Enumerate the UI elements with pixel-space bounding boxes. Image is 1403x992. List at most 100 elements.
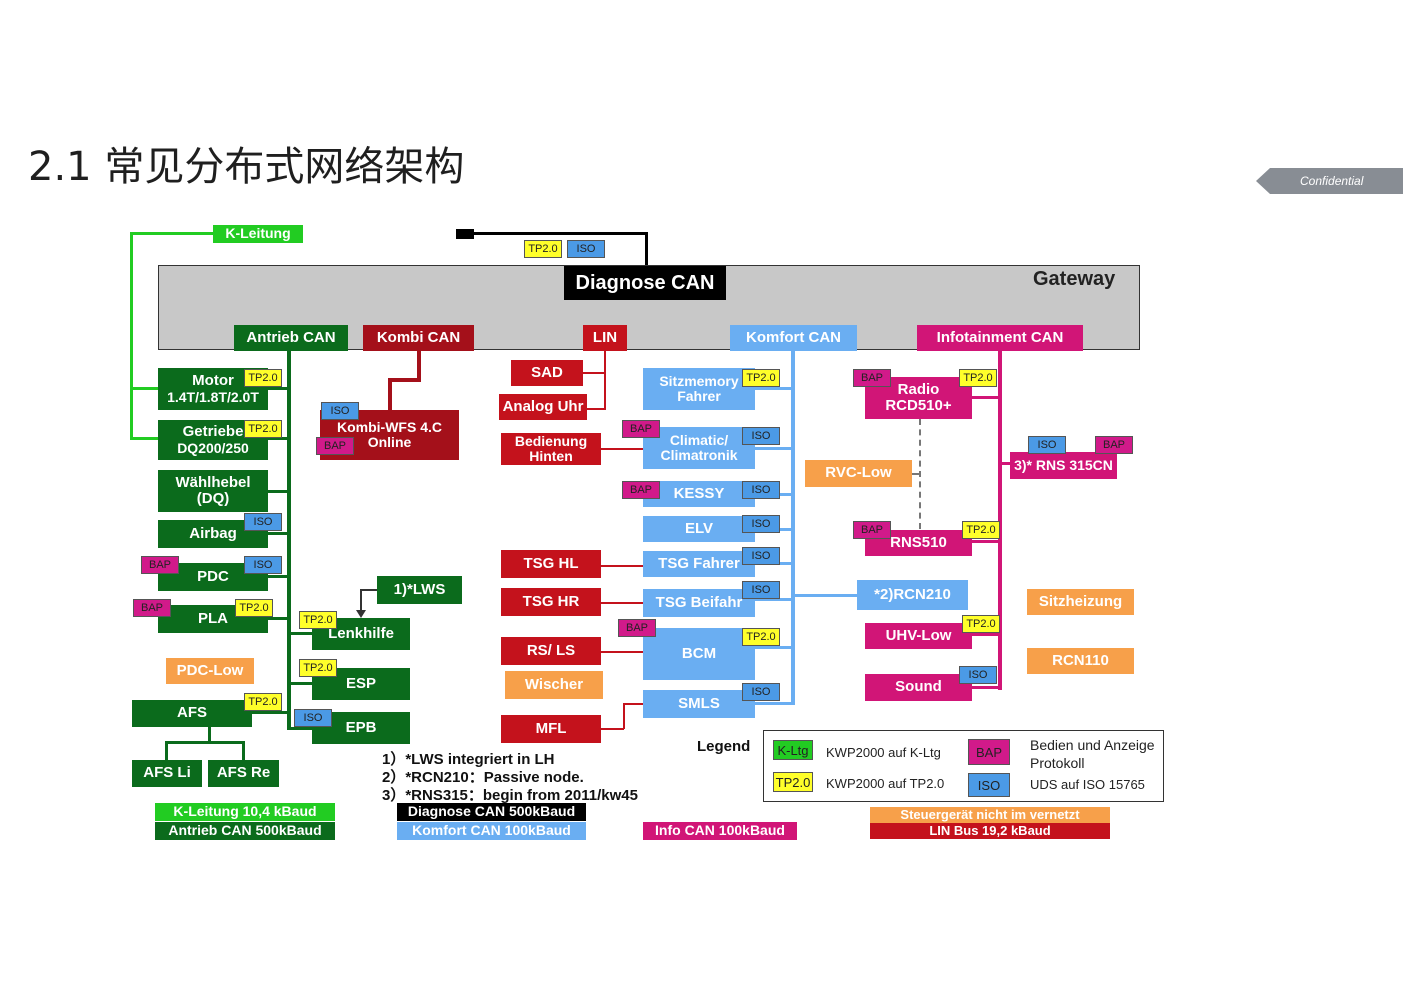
tag-bap: BAP bbox=[316, 437, 354, 455]
lin-line bbox=[623, 703, 645, 705]
diagnose-line bbox=[456, 229, 474, 239]
tag-tp: TP2.0 bbox=[244, 693, 282, 711]
node-rcn110: RCN110 bbox=[1027, 648, 1134, 674]
tag-tp: TP2.0 bbox=[244, 369, 282, 387]
lin-line bbox=[587, 408, 605, 410]
tag-iso: ISO bbox=[742, 427, 780, 445]
k-leitung-line bbox=[130, 387, 160, 390]
node-analog-uhr: Analog Uhr bbox=[499, 394, 587, 420]
tag-iso: ISO bbox=[742, 481, 780, 499]
node-mfl: MFL bbox=[501, 715, 601, 743]
lin-line bbox=[600, 448, 645, 450]
node-uhv-low: UHV-Low bbox=[865, 623, 972, 649]
legend-box bbox=[763, 730, 1164, 802]
komfort-bus-line bbox=[755, 646, 792, 649]
lws-line bbox=[360, 589, 362, 613]
info-bus-line bbox=[972, 686, 999, 689]
tag-tp: TP2.0 bbox=[235, 599, 273, 617]
info-bus-line bbox=[972, 396, 999, 399]
node-wischer: Wischer bbox=[505, 671, 603, 699]
rate-k-leitung: K-Leitung 10,4 kBaud bbox=[155, 803, 335, 821]
tag-iso: ISO bbox=[959, 666, 997, 684]
komfort-bus-line bbox=[755, 447, 792, 450]
node-afs-re: AFS Re bbox=[208, 760, 279, 787]
tag-tp: TP2.0 bbox=[959, 369, 997, 387]
note-3: 3）*RNS315：begin from 2011/kw45 bbox=[382, 787, 638, 804]
legend-k-ltg-swatch: K-Ltg bbox=[773, 740, 813, 760]
lin-line bbox=[583, 372, 605, 374]
tag-bap: BAP bbox=[622, 481, 660, 499]
node-tsg-beifahr: TSG Beifahr bbox=[643, 589, 755, 617]
tag-iso: ISO bbox=[742, 683, 780, 701]
komfort-bus-line bbox=[793, 594, 858, 597]
komfort-can-bus: Komfort CAN bbox=[730, 325, 857, 351]
confidential-tag: Confidential bbox=[1256, 168, 1403, 194]
legend-bap-swatch: BAP bbox=[968, 739, 1010, 765]
lin-line bbox=[623, 703, 625, 729]
tag-tp: TP2.0 bbox=[244, 420, 282, 438]
tag-bap: BAP bbox=[141, 556, 179, 574]
komfort-bus-line bbox=[791, 350, 795, 705]
lin-line bbox=[600, 602, 645, 604]
kombi-line bbox=[388, 378, 421, 382]
node-sad: SAD bbox=[511, 360, 583, 386]
kombi-line bbox=[417, 350, 421, 382]
tag-iso: ISO bbox=[244, 556, 282, 574]
afs-line bbox=[165, 741, 168, 761]
tag-iso: ISO bbox=[321, 402, 359, 420]
lws-arrow bbox=[356, 610, 366, 618]
node-bcm: BCM bbox=[643, 628, 755, 680]
tag-iso: ISO bbox=[1028, 436, 1066, 454]
rate-diagnose: Diagnose CAN 500kBaud bbox=[397, 803, 586, 821]
tag-bap: BAP bbox=[133, 599, 171, 617]
komfort-bus-line bbox=[755, 387, 792, 390]
k-leitung-line bbox=[130, 232, 214, 235]
tag-tp: TP2.0 bbox=[962, 521, 1000, 539]
legend-k-ltg-desc: KWP2000 auf K-Ltg bbox=[826, 745, 941, 760]
afs-line bbox=[165, 741, 245, 744]
lws-line bbox=[360, 589, 378, 591]
note-2: 2）*RCN210：Passive node. bbox=[382, 769, 584, 786]
tag-tp: TP2.0 bbox=[742, 369, 780, 387]
tag-iso: ISO bbox=[567, 240, 605, 258]
antrieb-bus-line bbox=[287, 350, 291, 730]
antrieb-bus-line bbox=[288, 632, 312, 635]
k-leitung-label: K-Leitung bbox=[213, 225, 303, 243]
note-1: 1）*LWS integriert in LH bbox=[382, 751, 555, 768]
gateway-label: Gateway bbox=[1033, 268, 1116, 290]
tag-tp: TP2.0 bbox=[299, 611, 337, 629]
node-lws: 1)*LWS bbox=[377, 576, 462, 604]
node-rns315: 3)* RNS 315CN bbox=[1010, 452, 1117, 479]
tag-tp: TP2.0 bbox=[524, 240, 562, 258]
tag-bap: BAP bbox=[853, 521, 891, 539]
node-tsg-hl: TSG HL bbox=[501, 550, 601, 578]
tag-bap: BAP bbox=[618, 619, 656, 637]
tag-tp: TP2.0 bbox=[962, 615, 1000, 633]
node-tsg-fahrer: TSG Fahrer bbox=[643, 551, 755, 577]
k-leitung-line bbox=[130, 437, 160, 440]
node-kessy: KESSY bbox=[643, 481, 755, 507]
node-pdc-low: PDC-Low bbox=[166, 658, 254, 684]
kombi-can-bus: Kombi CAN bbox=[363, 325, 474, 351]
rate-antrieb: Antrieb CAN 500kBaud bbox=[155, 822, 335, 840]
kombi-line bbox=[388, 378, 392, 412]
antrieb-bus-line bbox=[288, 727, 312, 730]
legend-iso-swatch: ISO bbox=[968, 773, 1010, 797]
rate-steuergeraet: Steuergerät nicht im vernetzt bbox=[870, 807, 1110, 823]
afs-line bbox=[208, 726, 211, 742]
dashed-link bbox=[919, 419, 921, 529]
node-climatronik: Climatic/Climatronik bbox=[643, 427, 755, 469]
antrieb-bus-line bbox=[268, 617, 288, 620]
lin-line bbox=[600, 728, 624, 730]
tag-tp: TP2.0 bbox=[299, 659, 337, 677]
infotainment-can-bus: Infotainment CAN bbox=[917, 325, 1083, 351]
tag-iso: ISO bbox=[742, 581, 780, 599]
node-waehlhebel: Wählhebel(DQ) bbox=[158, 470, 268, 512]
lin-line bbox=[600, 651, 645, 653]
node-rs-ls: RS/ LS bbox=[501, 637, 601, 665]
tag-bap: BAP bbox=[622, 420, 660, 438]
node-rvc-low: RVC-Low bbox=[805, 460, 912, 487]
tag-iso: ISO bbox=[742, 515, 780, 533]
antrieb-bus-line bbox=[268, 575, 288, 578]
